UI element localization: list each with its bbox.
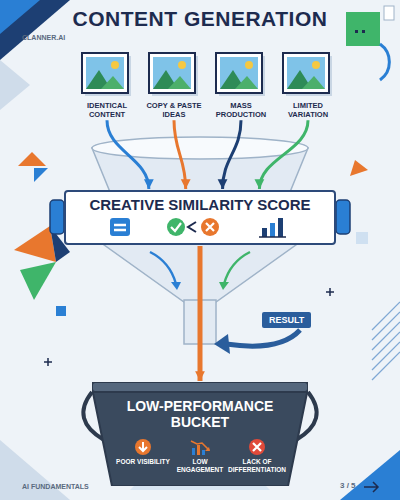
- funnel-rim: [92, 137, 308, 159]
- image-card: [148, 52, 200, 98]
- footer-text: AI FUNDAMENTALS: [22, 483, 89, 490]
- bucket-items: POOR VISIBILITYLOW ENGAGEMENTLACK OF DIF…: [116, 438, 284, 473]
- item-icon: [190, 438, 210, 456]
- bucket-item: LACK OF DIFFERENTIATION: [230, 438, 284, 473]
- item-label: LACK OF DIFFERENTIATION: [228, 458, 286, 473]
- orange-triangle: [18, 152, 46, 166]
- result-arrow: [226, 330, 300, 346]
- title: CONTENT GENERATION: [0, 7, 400, 31]
- bucket-title: LOW-PERFORMANCE BUCKET: [125, 398, 275, 430]
- corner-triangle: [0, 0, 40, 34]
- corner-triangle: [0, 60, 30, 110]
- item-label: POOR VISIBILITY: [116, 458, 170, 465]
- image-card: [215, 52, 267, 98]
- score-icons: [80, 215, 320, 239]
- similarity-filter: CREATIVE SIMILARITY SCORE: [64, 190, 336, 245]
- content-card: MASS PRODUCTION: [208, 52, 274, 119]
- bucket-container: LOW-PERFORMANCE BUCKET POOR VISIBILITYLOW…: [92, 382, 308, 486]
- flow-arrow: [195, 246, 205, 381]
- arc: [380, 44, 389, 80]
- bucket-item: POOR VISIBILITY: [116, 438, 170, 473]
- filter-title: CREATIVE SIMILARITY SCORE: [72, 196, 328, 213]
- flow-arrow: [174, 120, 191, 189]
- green-square: [346, 12, 380, 46]
- content-card: LIMITED VARIATION: [275, 52, 341, 119]
- page-number: 3 / 5: [340, 481, 356, 490]
- card-label: COPY & PASTE IDEAS: [141, 102, 207, 119]
- roller: [336, 200, 350, 234]
- card-label: MASS PRODUCTION: [208, 102, 274, 119]
- item-icon: [247, 438, 267, 456]
- card-label: LIMITED VARIATION: [275, 102, 341, 119]
- image-card: [81, 52, 133, 98]
- tag-label: RESULT: [269, 315, 304, 325]
- flow-arrow: [218, 120, 241, 189]
- watermark: CLANNER.AI: [22, 34, 65, 41]
- flow-arrow: [107, 120, 154, 189]
- content-card: COPY & PASTE IDEAS: [141, 52, 207, 119]
- item-icon: [133, 438, 153, 456]
- bucket-item: LOW ENGAGEMENT: [173, 438, 227, 473]
- flow-arrow: [255, 120, 309, 189]
- roller: [50, 200, 64, 234]
- image-card: [282, 52, 334, 98]
- item-label: LOW ENGAGEMENT: [173, 458, 227, 473]
- result-tag: RESULT: [262, 312, 311, 328]
- card-label: IDENTICAL CONTENT: [74, 102, 140, 119]
- next-arrow: [364, 482, 378, 492]
- content-card: IDENTICAL CONTENT: [74, 52, 140, 119]
- corner-triangle: [0, 0, 70, 60]
